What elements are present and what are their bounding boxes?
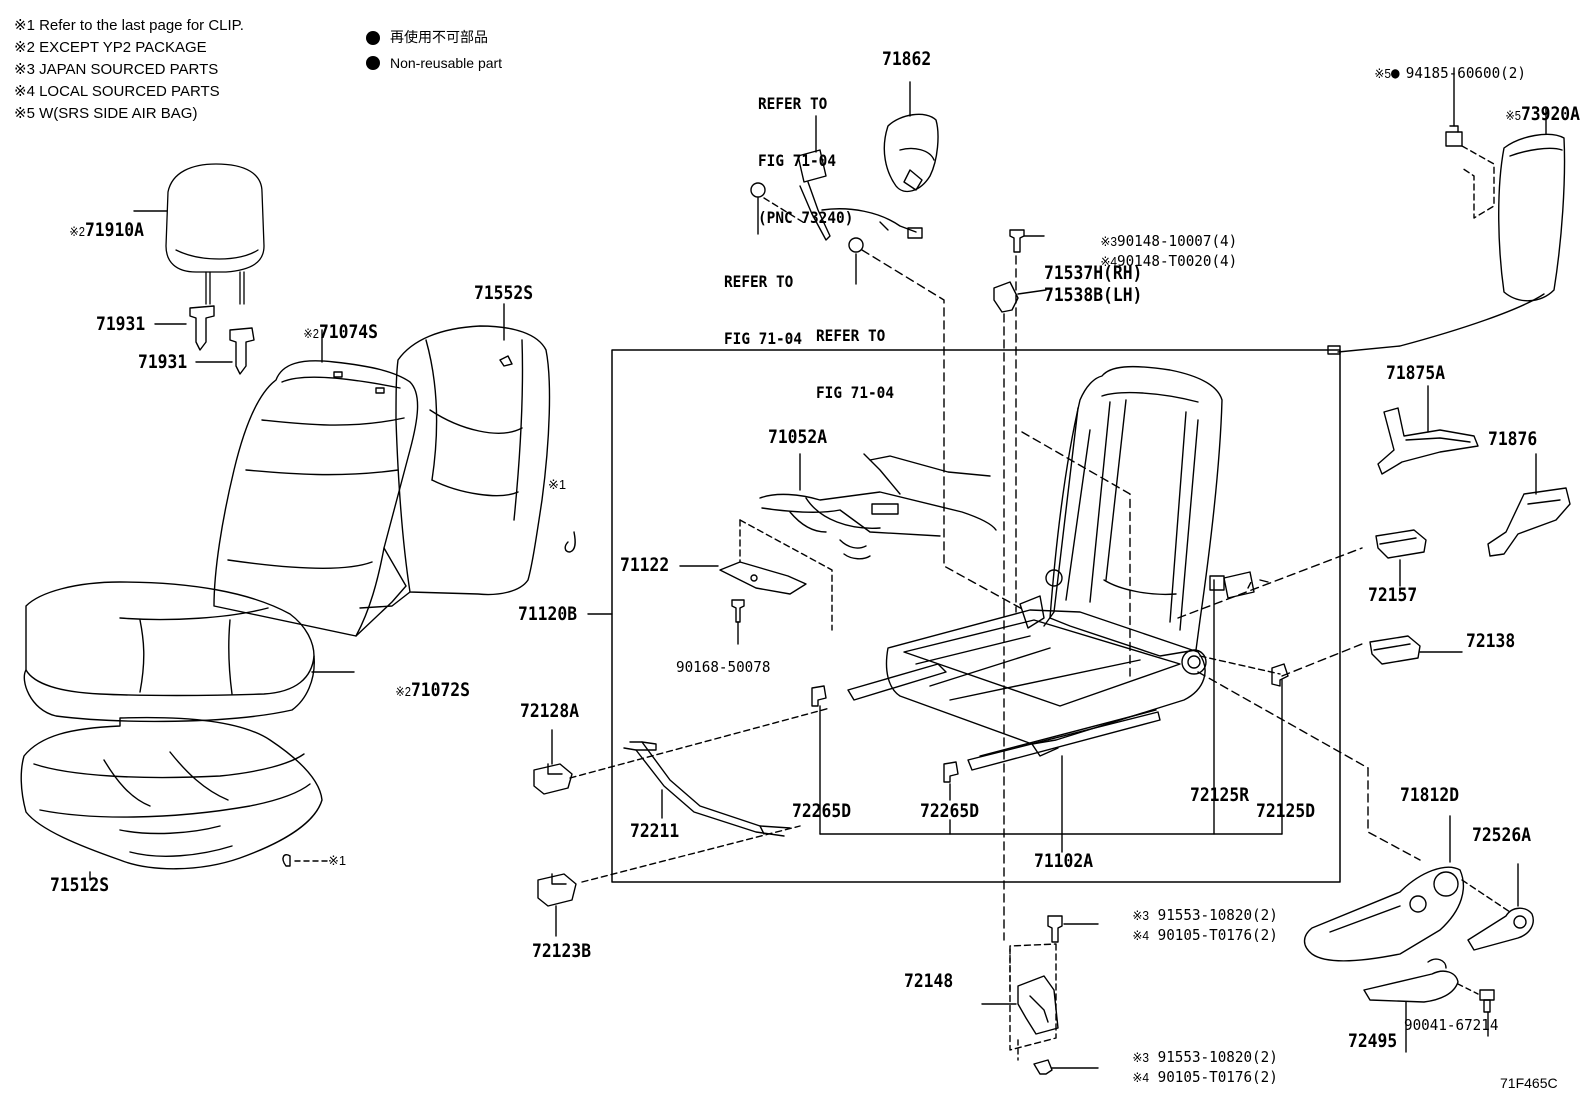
part-71537h: 71537H(RH) <box>1044 262 1143 284</box>
part-71910a: ※271910A <box>69 219 144 241</box>
seat-cushion-cover <box>23 581 315 723</box>
recline-lever-72526a <box>1467 907 1534 951</box>
frame-group-box <box>611 349 1341 883</box>
seat-frame <box>847 365 1269 771</box>
part-71876: 71876 <box>1488 428 1538 450</box>
part-90148-10007: ※390148-10007(4) <box>1100 231 1238 250</box>
cover-72157 <box>1375 529 1427 559</box>
screw-90041 <box>1479 989 1495 1013</box>
trim-71875a <box>1377 407 1479 475</box>
bracket-71122 <box>719 561 807 595</box>
clip-icon <box>564 531 576 553</box>
part-72211: 72211 <box>630 820 680 842</box>
clip-72265d-1 <box>811 685 827 707</box>
part-71931-b: 71931 <box>138 351 188 373</box>
side-airbag-73920a <box>1327 133 1566 355</box>
clip-72265d-2 <box>943 761 959 783</box>
wire-72211 <box>623 741 791 837</box>
trim-71876 <box>1487 487 1571 557</box>
note-3: ※3 JAPAN SOURCED PARTS <box>14 61 219 78</box>
headrest-guide-1 <box>189 305 215 351</box>
part-71120b: 71120B <box>518 603 578 625</box>
clip-icon <box>750 182 766 198</box>
bracket-72148 <box>1017 975 1059 1035</box>
part-72157: 72157 <box>1368 584 1418 606</box>
part-71931-a: 71931 <box>96 313 146 335</box>
headrest <box>165 163 265 305</box>
refer-label-2: REFER TO FIG 71-04 <box>724 272 803 348</box>
bolt-90148 <box>1009 229 1025 253</box>
part-71102a: 71102A <box>1034 850 1094 872</box>
cover-72138 <box>1369 635 1421 665</box>
non-reusable-bullet-icon: ● <box>1391 63 1400 82</box>
clip-icon <box>282 854 291 867</box>
recliner-cover-71812d <box>1303 866 1464 962</box>
side-cover-71862 <box>883 113 939 193</box>
note-4: ※4 LOCAL SOURCED PARTS <box>14 83 220 100</box>
part-71812d: 71812D <box>1400 784 1460 806</box>
part-71074s: ※271074S <box>303 321 378 343</box>
part-72526a: 72526A <box>1472 824 1532 846</box>
part-90041-67214: 90041-67214 <box>1404 1016 1499 1034</box>
part-71862: 71862 <box>882 48 932 70</box>
part-72495: 72495 <box>1348 1030 1398 1052</box>
lever-cover-72495 <box>1363 958 1459 1003</box>
bracket-71537h <box>993 281 1019 313</box>
part-71552s: 71552S <box>474 282 534 304</box>
part-71512s: 71512S <box>50 874 110 896</box>
seatback-cover <box>213 360 419 637</box>
part-90148-t0020: ※490148-T0020(4) <box>1100 251 1238 270</box>
headrest-guide-2 <box>229 327 255 375</box>
part-90105-t0176-a: ※4 90105-T0176(2) <box>1132 925 1278 944</box>
part-71875a: 71875A <box>1386 362 1446 384</box>
part-94185-60600: ※5●94185-60600(2) <box>1374 63 1526 82</box>
part-71122: 71122 <box>620 554 670 576</box>
clip-72125r <box>1209 575 1225 591</box>
cover-72123b <box>537 873 577 907</box>
note-5: ※5 W(SRS SIDE AIR BAG) <box>14 105 198 122</box>
bolt-91553-top <box>1047 915 1063 943</box>
part-71072s: ※271072S <box>395 679 470 701</box>
legend-jp: 再使用不可部品 <box>390 29 488 45</box>
part-91553-10820-b: ※3 91553-10820(2) <box>1132 1047 1278 1066</box>
seat-spring-71052a <box>759 453 997 560</box>
figure-code: 71F465C <box>1500 1075 1558 1091</box>
part-73920a: ※573920A <box>1505 103 1580 125</box>
refer-label-1: REFER TO FIG 71-04 (PNC 73240) <box>758 94 854 227</box>
bolt-91553-bottom <box>1033 1059 1053 1075</box>
part-91553-10820-a: ※3 91553-10820(2) <box>1132 905 1278 924</box>
refer-label-3: REFER TO FIG 71-04 <box>816 326 895 402</box>
clip-mark-1a: ※1 <box>548 477 567 492</box>
note-1: ※1 Refer to the last page for CLIP. <box>14 17 244 34</box>
non-reusable-bullet-icon <box>366 56 380 70</box>
part-72265d-2: 72265D <box>920 800 980 822</box>
seatback-pad <box>359 325 551 609</box>
non-reusable-bullet-icon <box>366 31 380 45</box>
clip-mark-1b: ※1 <box>328 853 347 868</box>
part-72148: 72148 <box>904 970 954 992</box>
part-90105-t0176-b: ※4 90105-T0176(2) <box>1132 1067 1278 1086</box>
legend-en: Non-reusable part <box>390 55 503 71</box>
seatbelt-buckle <box>797 149 923 241</box>
cover-72128a <box>533 763 573 795</box>
mark-5: ※5 <box>1374 65 1392 81</box>
seat-cushion-pad <box>20 716 323 870</box>
bolt-90168 <box>731 599 745 623</box>
part-72265d-1: 72265D <box>792 800 852 822</box>
part-72125d: 72125D <box>1256 800 1316 822</box>
part-72125r: 72125R <box>1190 784 1250 806</box>
part-71052a: 71052A <box>768 426 828 448</box>
note-2: ※2 EXCEPT YP2 PACKAGE <box>14 39 207 56</box>
part-72123b: 72123B <box>532 940 592 962</box>
clip-72125d <box>1271 663 1289 687</box>
part-71538b: 71538B(LH) <box>1044 284 1143 306</box>
part-72128a: 72128A <box>520 700 580 722</box>
part-72138: 72138 <box>1466 630 1516 652</box>
clip-94185 <box>1445 125 1463 147</box>
part-90168-50078: 90168-50078 <box>676 658 771 676</box>
clip-icon <box>848 237 864 253</box>
